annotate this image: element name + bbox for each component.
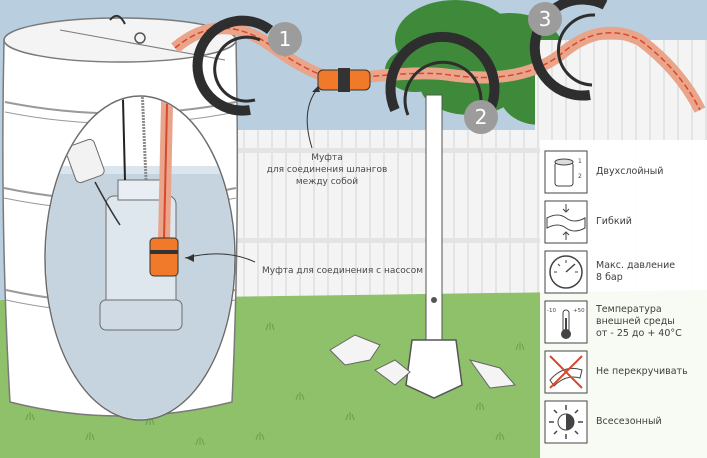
feature-max-pressure: Макс. давление 8 бар [544,248,704,296]
grass-tuft [85,432,95,441]
feature-label-temperature: Температура внешней среды от - 25 до + 4… [596,304,682,339]
grass-tuft [345,412,355,421]
feature-no-twist: Не перекручивать [544,348,704,396]
grass-tuft [295,392,305,401]
svg-text:2: 2 [578,173,582,180]
ground-stake [329,94,517,399]
hose-reel-2 [385,31,500,116]
callout-hose-coupling: Муфта для соединения шлангов между собой [266,153,388,187]
hose-reel-1 [192,15,274,116]
marker-2: 2 [464,100,498,134]
grass-tuft [25,412,35,421]
feature-label-max-pressure: Макс. давление 8 бар [596,260,676,283]
feature-two-layer: 1 2 Двухслойный [544,148,704,196]
two-layer-hose-icon: 1 2 [544,150,588,194]
hose-reel-3 [529,0,608,101]
no-twist-icon [544,350,588,394]
callout-pump-coupling: Муфта для соединения с насосом [262,266,424,276]
feature-label-two-layer: Двухслойный [596,166,664,177]
feature-all-season: Всесезонный [544,398,704,446]
feature-label-all-season: Всесезонный [596,416,662,427]
svg-text:-10: -10 [547,308,556,314]
grass-tuft [255,432,265,441]
grass-tuft [515,342,525,351]
pressure-gauge-icon [544,250,588,294]
flexible-hose-icon [544,200,588,244]
grass-tuft [195,437,205,446]
grass-tuft [475,402,485,411]
all-season-icon [544,400,588,444]
feature-flexible: Гибкий [544,198,704,246]
grass-tuft [495,432,505,441]
grass-tuft [265,322,275,331]
svg-text:+50: +50 [573,308,585,314]
thermometer-icon: -10 +50 [544,300,588,344]
feature-label-flexible: Гибкий [596,216,632,227]
marker-1: 1 [268,22,302,56]
feature-temperature: -10 +50 Температура внешней среды от - 2… [544,298,704,346]
svg-text:1: 1 [578,158,582,165]
marker-3: 3 [528,2,562,36]
feature-label-no-twist: Не перекручивать [596,366,688,377]
